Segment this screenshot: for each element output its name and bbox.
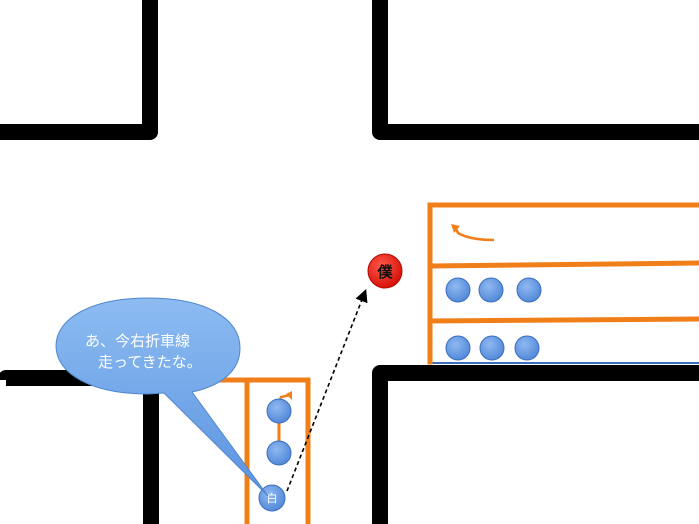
curb-bottom-right	[372, 365, 699, 524]
car	[445, 277, 471, 303]
car	[479, 335, 505, 361]
car	[514, 335, 540, 361]
curb-top-right	[372, 0, 699, 140]
bubble-text-line1: あ、今右折車線	[85, 332, 190, 350]
cars-right-lanes	[445, 277, 542, 361]
car	[516, 277, 542, 303]
lane-markings-right	[427, 202, 699, 365]
curb-top-left	[0, 0, 158, 140]
turn-arrow-head	[451, 224, 460, 233]
cars-bottom-lane	[266, 398, 292, 466]
car	[478, 277, 504, 303]
white-car	[258, 484, 286, 512]
me-label: 僕	[376, 263, 393, 281]
right-turn-arrow-head	[286, 391, 292, 400]
turn-arrow-mark	[453, 225, 495, 242]
speech-bubble	[55, 297, 269, 497]
curb-bottom-left	[0, 370, 159, 524]
lane-markings-bottom	[195, 377, 311, 524]
bubble-text-line2: 走ってきたな。	[98, 353, 202, 371]
car	[445, 335, 471, 361]
car	[266, 398, 292, 424]
car	[266, 440, 292, 466]
white-car-label: 白	[267, 491, 278, 505]
trajectory-arrow	[286, 289, 368, 492]
me-marker	[367, 253, 403, 289]
